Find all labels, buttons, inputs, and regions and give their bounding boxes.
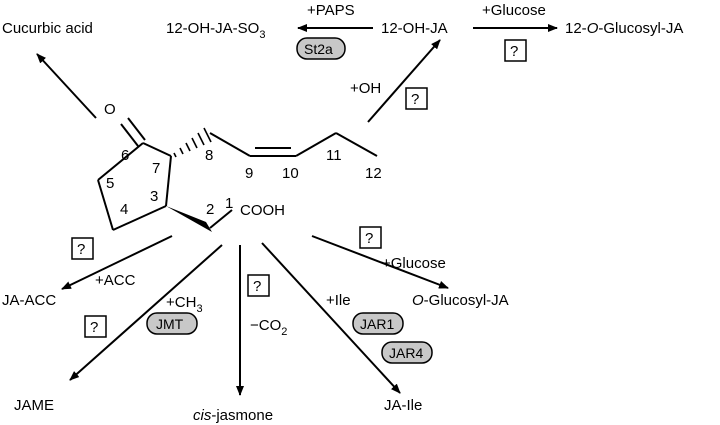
atom-number-12: 12 bbox=[365, 165, 382, 182]
enzyme-st2a-label: St2a bbox=[304, 41, 333, 57]
enzyme-jmt-label: JMT bbox=[156, 316, 184, 332]
atom-number-5: 5 bbox=[106, 175, 114, 192]
cooh-group: COOH bbox=[240, 202, 285, 219]
solid-wedge-c3-c2 bbox=[166, 206, 212, 232]
jame-label: JAME bbox=[14, 397, 54, 414]
enzyme-jar4: JAR4 bbox=[381, 341, 433, 364]
atom-number-4: 4 bbox=[120, 201, 128, 218]
unknown-enzyme-decarboxylation: ? bbox=[247, 274, 270, 297]
unknown-enzyme-glucosylation-bottom: ? bbox=[359, 226, 382, 249]
bond-c6-o bbox=[127, 117, 146, 141]
bond-c11-c12 bbox=[335, 132, 378, 157]
bond-c4-c3 bbox=[112, 205, 167, 231]
atom-number-3: 3 bbox=[150, 188, 158, 205]
unknown-enzyme-jmt: ? bbox=[84, 315, 107, 338]
enzyme-jar1-label: JAR1 bbox=[360, 316, 394, 332]
oxygen-atom: O bbox=[104, 101, 116, 118]
oh-ja-so3-label: 12-OH-JA-SO3 bbox=[166, 20, 265, 41]
paps-reagent: +PAPS bbox=[307, 2, 355, 19]
ja-ile-label: JA-Ile bbox=[384, 397, 422, 414]
atom-number-11: 11 bbox=[326, 147, 342, 164]
jasmonic-acid-structure: O COOH 1 2 3 4 5 6 7 8 9 10 11 12 bbox=[97, 101, 382, 232]
atom-number-8: 8 bbox=[205, 147, 213, 164]
arrow-to-o-glucosyl-ja bbox=[311, 235, 449, 289]
svg-text:?: ? bbox=[510, 43, 518, 60]
bond-c8-c9 bbox=[209, 132, 251, 157]
arrow-to-ja-acc bbox=[61, 235, 173, 290]
arrow-to-ja-ile bbox=[261, 242, 401, 394]
co2-reagent: −CO2 bbox=[250, 317, 287, 338]
bond-c5-c4 bbox=[97, 179, 114, 231]
ja-acc-label: JA-ACC bbox=[2, 292, 56, 309]
unknown-enzyme-glucosylation-top: ? bbox=[504, 39, 527, 62]
atom-number-10: 10 bbox=[282, 165, 299, 182]
atom-number-6: 6 bbox=[121, 147, 129, 164]
svg-text:?: ? bbox=[365, 230, 373, 247]
atom-number-1: 1 bbox=[225, 195, 233, 212]
bond-c6-c7 bbox=[142, 142, 172, 157]
glucose-reagent-bottom: +Glucose bbox=[382, 255, 446, 272]
unknown-enzyme-hydroxylation: ? bbox=[405, 87, 428, 110]
arrow-to-cucurbic-acid bbox=[36, 53, 97, 119]
cucurbic-acid-label: Cucurbic acid bbox=[2, 20, 93, 37]
enzyme-st2a: St2a bbox=[296, 37, 346, 60]
enzyme-jar1: JAR1 bbox=[352, 312, 404, 335]
o-glucosyl-ja-label: O-Glucosyl-JA bbox=[412, 292, 509, 309]
bond-c3-c7 bbox=[165, 155, 172, 207]
arrow-hydroxylation bbox=[367, 39, 441, 123]
svg-text:?: ? bbox=[411, 91, 419, 108]
glucose-reagent-top: +Glucose bbox=[482, 2, 546, 19]
cis-jasmone-label: cis-jasmone bbox=[193, 407, 273, 424]
hashed-wedge-c7-c8 bbox=[173, 127, 212, 158]
glucosyl-12-ja-label: 12-O-Glucosyl-JA bbox=[565, 20, 683, 37]
bond-c10-c11 bbox=[295, 132, 337, 157]
oh-reagent: +OH bbox=[350, 80, 381, 97]
bond-c6-c5 bbox=[97, 142, 144, 181]
arrow-to-jame bbox=[69, 244, 223, 381]
ile-reagent: +Ile bbox=[326, 292, 351, 309]
svg-text:?: ? bbox=[77, 241, 85, 258]
atom-number-9: 9 bbox=[245, 165, 253, 182]
svg-text:?: ? bbox=[90, 319, 98, 336]
enzyme-jmt: JMT bbox=[146, 312, 198, 335]
unknown-enzyme-acc: ? bbox=[71, 237, 94, 260]
atom-number-2: 2 bbox=[206, 201, 214, 218]
oh-ja-label: 12-OH-JA bbox=[381, 20, 448, 37]
bond-c2-c1 bbox=[209, 209, 233, 229]
ch3-reagent: +CH3 bbox=[166, 294, 203, 315]
svg-text:?: ? bbox=[253, 278, 261, 295]
acc-reagent: +ACC bbox=[95, 272, 136, 289]
enzyme-jar4-label: JAR4 bbox=[389, 345, 423, 361]
bond-c6-o-double bbox=[120, 123, 139, 147]
atom-number-7: 7 bbox=[152, 160, 160, 177]
